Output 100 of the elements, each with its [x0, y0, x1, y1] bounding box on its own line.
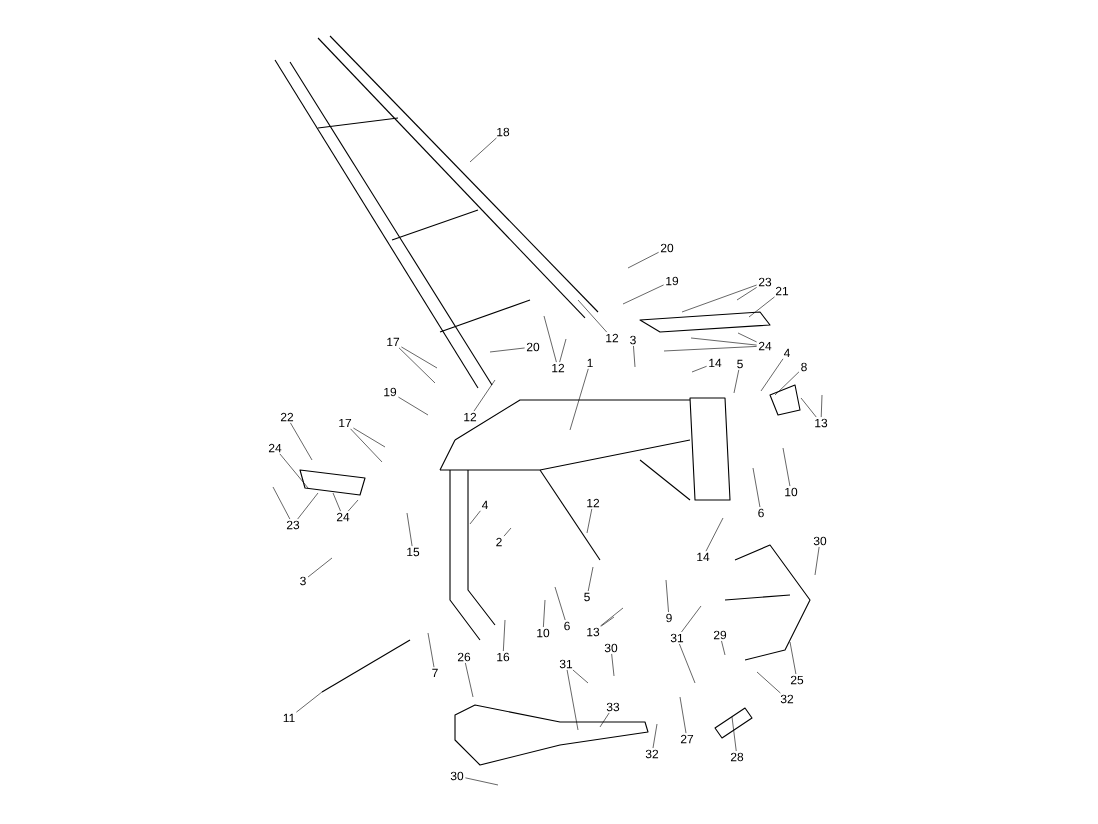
- callout-number: 8: [801, 362, 807, 372]
- leader-line: [465, 662, 474, 698]
- leader-line: [554, 586, 566, 621]
- leader-line: [503, 527, 512, 537]
- leader-line: [733, 369, 740, 394]
- callout-number: 10: [537, 628, 550, 638]
- leader-line: [572, 669, 589, 684]
- callout-number: 23: [286, 520, 300, 530]
- callout-number: 7: [432, 668, 438, 678]
- leader-line: [290, 422, 313, 461]
- callout-number: 30: [604, 643, 618, 653]
- callout-number: 25: [790, 675, 804, 685]
- callout-number: 21: [775, 286, 789, 296]
- leader-line: [814, 546, 820, 576]
- callout-number: 12: [587, 498, 600, 508]
- leader-line: [736, 287, 757, 301]
- leader-line: [569, 368, 589, 431]
- leader-line: [543, 599, 546, 628]
- leader-line: [652, 723, 658, 749]
- leader-line: [566, 669, 579, 731]
- callout-number: 27: [680, 734, 694, 744]
- leader-line: [586, 508, 593, 534]
- leader-line: [774, 371, 800, 396]
- callout-number: 29: [713, 630, 727, 640]
- callout-number: 11: [283, 713, 295, 723]
- leader-line: [489, 347, 525, 353]
- callout-number: 30: [450, 771, 464, 781]
- leader-line: [820, 394, 823, 418]
- callout-number: 12: [552, 363, 565, 373]
- leader-line: [611, 653, 615, 677]
- callout-number: 12: [606, 333, 619, 343]
- leader-line: [737, 332, 757, 343]
- leader-line: [587, 566, 594, 592]
- leader-line: [622, 284, 664, 305]
- leader-line: [406, 512, 413, 547]
- leader-line: [599, 712, 610, 728]
- leader-line: [332, 492, 341, 512]
- callout-number: 22: [280, 412, 294, 422]
- leader-line: [401, 346, 438, 369]
- callout-number: 15: [407, 547, 420, 557]
- leader-line: [752, 467, 761, 508]
- leader-line: [296, 691, 323, 713]
- callout-number: 23: [758, 277, 772, 287]
- leader-line: [679, 643, 696, 684]
- leader-line: [503, 619, 506, 652]
- callout-number: 32: [645, 749, 659, 759]
- callout-number: 5: [584, 592, 590, 602]
- leader-line: [731, 716, 737, 752]
- leader-line: [353, 427, 386, 448]
- callout-number: 24: [268, 443, 282, 453]
- leader-line: [760, 358, 784, 392]
- callout-number: 1: [587, 358, 593, 368]
- callout-number: 33: [606, 702, 620, 712]
- leader-line: [633, 345, 636, 368]
- leader-line: [473, 379, 496, 412]
- callout-number: 30: [813, 536, 827, 546]
- leader-line: [307, 557, 333, 578]
- callout-number: 5: [737, 359, 743, 369]
- leader-line: [663, 346, 757, 352]
- callout-number: 32: [780, 694, 794, 704]
- callout-number: 20: [526, 342, 540, 352]
- leader-line: [601, 616, 615, 627]
- leader-line: [469, 137, 497, 163]
- leader-line: [559, 338, 567, 363]
- callout-number: 28: [730, 752, 744, 762]
- callout-number: 20: [660, 243, 674, 253]
- leader-line: [679, 696, 687, 734]
- leader-line: [465, 777, 499, 786]
- leader-line: [272, 486, 291, 520]
- callout-number: 18: [497, 127, 510, 137]
- leader-line: [600, 607, 624, 627]
- leader-line: [469, 510, 481, 525]
- leader-line: [347, 499, 359, 512]
- callout-number: 14: [697, 552, 710, 562]
- leader-line: [398, 347, 436, 384]
- leader-line: [350, 428, 383, 463]
- leader-line: [627, 252, 659, 269]
- callout-number: 17: [387, 337, 400, 347]
- callout-number: 26: [457, 652, 471, 662]
- callout-number: 24: [758, 341, 772, 351]
- callout-number: 4: [481, 500, 488, 510]
- callout-number: 31: [559, 659, 573, 669]
- callout-number: 14: [709, 358, 722, 368]
- leader-line: [800, 397, 817, 418]
- leader-line: [398, 396, 429, 416]
- leader-line: [756, 671, 781, 694]
- callout-number: 17: [339, 418, 352, 428]
- callout-number: 9: [666, 613, 672, 623]
- leader-line: [690, 337, 757, 346]
- leader-line: [665, 579, 669, 613]
- leader-line: [748, 296, 775, 318]
- callout-number: 12: [464, 412, 477, 422]
- leader-line: [691, 365, 707, 373]
- leader-line: [681, 284, 757, 313]
- callout-number: 13: [815, 418, 828, 428]
- callout-number: 6: [564, 621, 570, 631]
- callout-number: 6: [758, 508, 764, 518]
- leader-line: [297, 492, 319, 520]
- callout-number: 31: [670, 633, 684, 643]
- callout-number: 16: [497, 652, 510, 662]
